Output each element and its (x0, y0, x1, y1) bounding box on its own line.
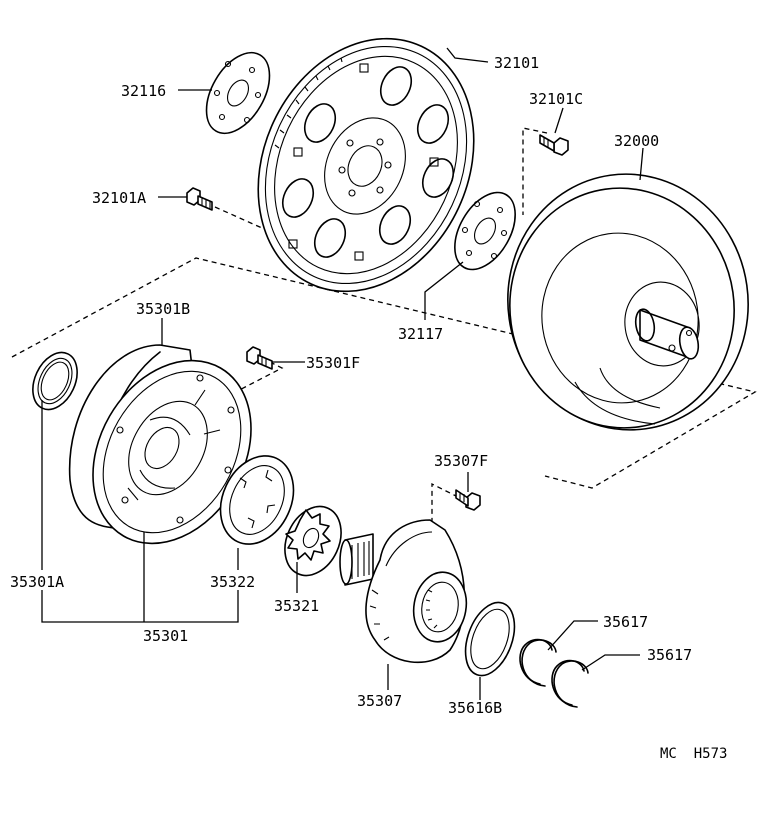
bolt-32101A-guide (214, 206, 263, 229)
pump-body-35301B (68, 344, 252, 545)
oil-seal-35301A (32, 351, 78, 411)
label-32101A: 32101A (92, 189, 146, 207)
label-32101: 32101 (494, 54, 539, 72)
label-35616B: 35616B (448, 699, 502, 717)
seal-ring-35616B (464, 601, 516, 677)
stator-support-35307 (339, 519, 468, 664)
label-35301B: 35301B (136, 300, 190, 318)
diagram-reference-code: MC H573 (660, 746, 727, 762)
label-35301: 35301 (143, 627, 188, 645)
drive-plate-32101 (257, 37, 475, 293)
leader-lines (41, 47, 644, 700)
label-35301F: 35301F (306, 354, 360, 372)
torque-converter-32000 (507, 173, 749, 431)
label-35301A: 35301A (10, 573, 64, 591)
seal-ring-35617-rear (551, 659, 589, 708)
label-35307F: 35307F (434, 452, 488, 470)
label-32117: 32117 (398, 325, 443, 343)
label-32000: 32000 (614, 132, 659, 150)
label-35307: 35307 (357, 692, 402, 710)
bolt-35307F (455, 489, 481, 511)
label-35617-upper: 35617 (603, 613, 648, 631)
label-32101C: 32101C (529, 90, 583, 108)
label-35617-lower: 35617 (647, 646, 692, 664)
driven-gear-35322 (219, 455, 295, 545)
bolt-32101C (539, 134, 569, 156)
bolt-35301F-guide (219, 361, 284, 401)
bolt-35301F (246, 346, 273, 370)
label-35321: 35321 (274, 597, 319, 615)
pump-assembly-outline (11, 257, 757, 489)
bolt-35307F-guide (431, 482, 459, 525)
bolt-32101A (186, 187, 213, 211)
bolt-32101C-guide (522, 127, 548, 215)
spacer-32116 (205, 51, 271, 135)
label-35322: 35322 (210, 573, 255, 591)
seal-ring-35617-front (519, 638, 557, 687)
label-32116: 32116 (121, 82, 166, 100)
drive-gear-35321 (284, 505, 342, 577)
spacer-32117 (454, 191, 516, 271)
